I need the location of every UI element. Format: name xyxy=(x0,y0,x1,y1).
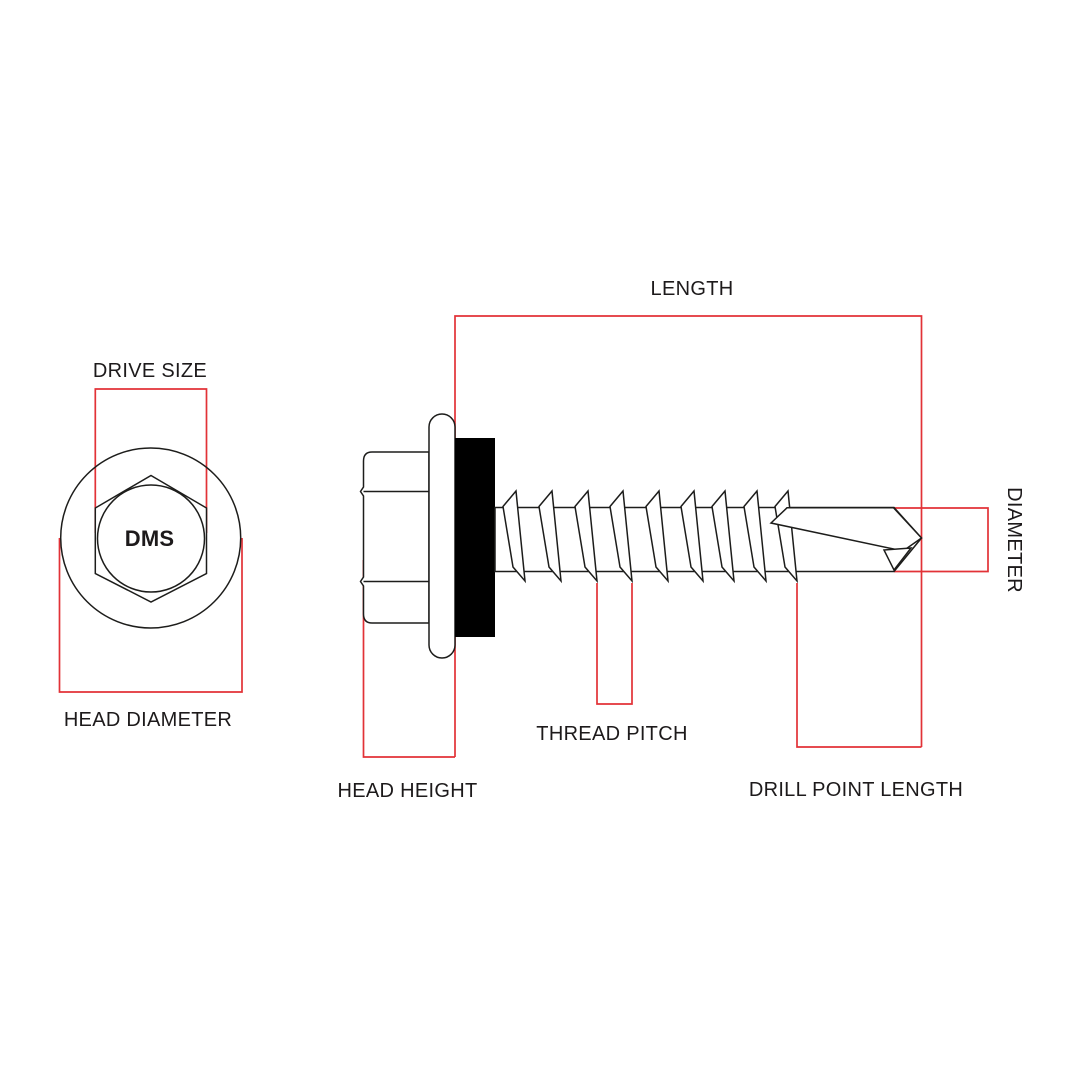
head-diameter-label: HEAD DIAMETER xyxy=(63,708,233,731)
hex-head-outline xyxy=(94,474,208,603)
rubber-seal xyxy=(455,438,495,637)
thread-pitch-label: THREAD PITCH xyxy=(536,722,688,745)
thread-crest xyxy=(711,489,735,584)
head-front-view xyxy=(59,447,242,629)
drill-point-length-dimension-box xyxy=(796,583,922,748)
drive-marking-text: DMS xyxy=(124,525,175,551)
diameter-dimension-box xyxy=(894,507,989,573)
thread-crest xyxy=(574,489,598,584)
drive-size-label: DRIVE SIZE xyxy=(92,359,208,382)
drive-size-dimension-box xyxy=(94,388,208,533)
thread-crest xyxy=(680,489,704,584)
screw-side-view xyxy=(359,413,923,659)
thread-crest xyxy=(743,489,767,584)
head-outer-circle xyxy=(59,447,242,629)
thread-crest xyxy=(538,489,562,584)
flange-washer xyxy=(428,413,456,659)
head-height-label: HEAD HEIGHT xyxy=(337,780,478,802)
thread-pitch-dimension-box xyxy=(596,583,633,705)
thread-crest xyxy=(609,489,633,584)
thread-crest xyxy=(645,489,669,584)
drill-flute xyxy=(769,507,923,552)
drill-point-length-label: DRILL POINT LENGTH xyxy=(748,779,964,801)
diameter-label: DIAMETER xyxy=(1003,487,1025,593)
thread-crests xyxy=(502,489,798,584)
head-diameter-dimension-box xyxy=(58,538,243,693)
drive-recess-circle xyxy=(96,484,206,593)
drill-chisel-face xyxy=(882,547,913,572)
thread-crest xyxy=(502,489,526,584)
hex-head-side xyxy=(359,451,430,624)
length-label: LENGTH xyxy=(650,278,734,300)
head-height-dimension-box xyxy=(362,560,455,758)
